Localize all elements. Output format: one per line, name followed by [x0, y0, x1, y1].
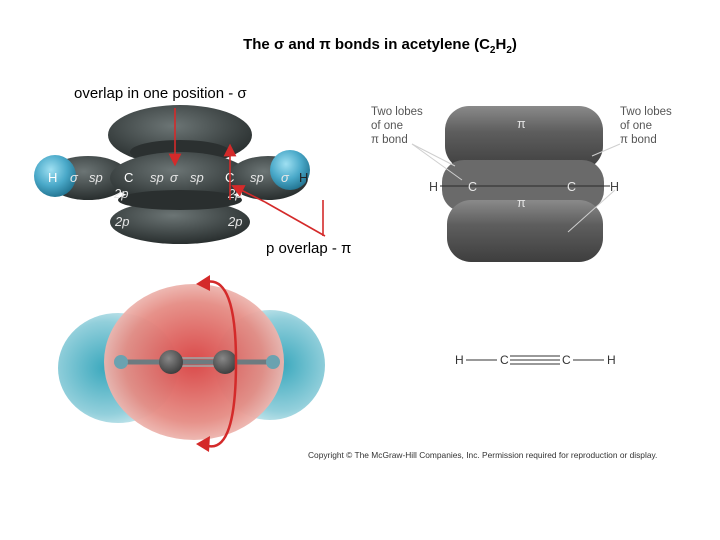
orbital-label-sp-4: sp: [250, 170, 264, 185]
orbital-label-sp-2: sp: [150, 170, 164, 185]
lobes-label-left-line2: of one: [371, 120, 403, 132]
orbital-label-h-right: H: [299, 170, 308, 185]
lobe-pointer-lines: [411, 143, 621, 233]
formula-c-right: C: [562, 353, 571, 367]
epm-atom-h-left: [114, 355, 128, 369]
hydrogen-sphere-left: [34, 155, 76, 197]
pi-label-top: π: [517, 117, 526, 131]
atom-c-left: C: [468, 180, 477, 194]
pi-lobe-bottom: [447, 200, 603, 262]
epm-atom-c-left: [159, 350, 183, 374]
orbital-label-sigma-right: σ: [281, 170, 290, 185]
orbital-model-right: Two lobes of one π bond Two lobes of one…: [371, 106, 672, 262]
orbital-label-sigma-left: σ: [70, 170, 79, 185]
lobes-label-left-line3: π bond: [371, 134, 408, 146]
lobes-label-left-line1: Two lobes: [371, 106, 423, 118]
orbital-label-2p-top-left: 2p: [113, 186, 128, 201]
electrostatic-potential-map: [58, 275, 325, 452]
orbital-model-left: H σ sp C sp σ sp C sp σ H 2p 2p 2p 2p: [34, 105, 326, 244]
epm-atom-h-right: [266, 355, 280, 369]
sp-lobe-center: [110, 152, 250, 204]
orbital-label-sp-1: sp: [89, 170, 103, 185]
epm-atom-c-right: [213, 350, 237, 374]
orbital-label-2p-bottom-right: 2p: [227, 214, 242, 229]
pi-overlap-label: p overlap - π: [266, 240, 352, 257]
formula-bonds: [466, 355, 604, 365]
atom-c-right: C: [567, 180, 576, 194]
orbital-label-h-left: H: [48, 170, 57, 185]
atom-h-left: H: [429, 180, 438, 194]
orbital-label-2p-bottom-left: 2p: [114, 214, 129, 229]
lobes-label-right-line1: Two lobes: [620, 106, 672, 118]
structural-formula: H C C H: [455, 353, 616, 367]
pi-label-bottom: π: [517, 196, 526, 210]
orbital-label-sp-3: sp: [190, 170, 204, 185]
copyright-notice: Copyright © The McGraw-Hill Companies, I…: [308, 450, 658, 460]
formula-h-left: H: [455, 353, 464, 367]
page-title: The σ and π bonds in acetylene (C2H2): [243, 36, 517, 56]
lobes-label-right-line3: π bond: [620, 134, 657, 146]
orbital-label-c-left: C: [124, 170, 133, 185]
formula-c-left: C: [500, 353, 509, 367]
rotation-arrowhead-top: [196, 275, 210, 291]
atom-h-right: H: [610, 180, 619, 194]
hydrogen-sphere-right: [270, 150, 310, 190]
p-lobe-bottom: [110, 200, 250, 244]
rotation-arc: [205, 280, 238, 448]
pi-lobe-top: [445, 106, 603, 170]
lobes-label-right-line2: of one: [620, 120, 652, 132]
sigma-overlap-label: overlap in one position - σ: [74, 85, 247, 102]
formula-h-right: H: [607, 353, 616, 367]
orbital-label-sigma-mid: σ: [170, 170, 179, 185]
pi-overlap-line-1: [264, 201, 326, 237]
annotation-arrows: [168, 108, 326, 237]
rotation-arrowhead-bottom: [196, 436, 210, 452]
